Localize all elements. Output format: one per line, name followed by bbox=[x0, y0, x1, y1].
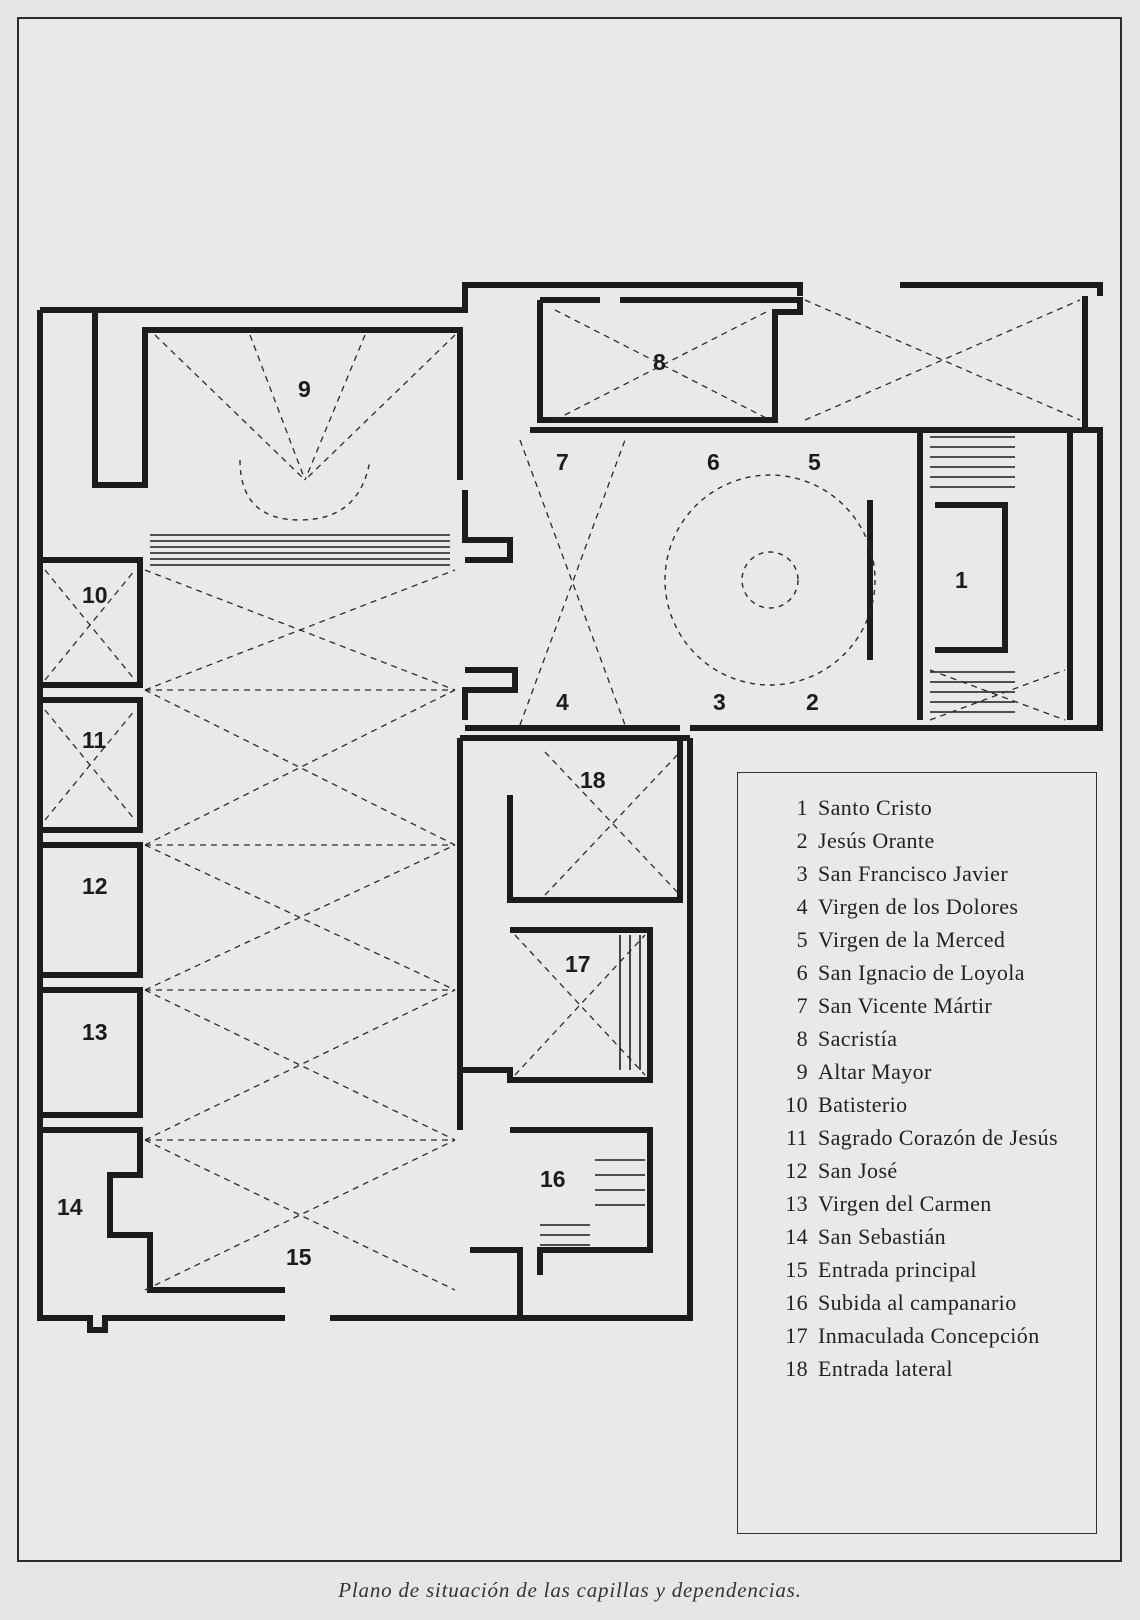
legend-item: 10 Batisterio bbox=[738, 1088, 1096, 1121]
dome bbox=[239, 459, 876, 686]
room-number-2: 2 bbox=[806, 689, 819, 715]
legend-number: 11 bbox=[786, 1125, 808, 1150]
room-number-18: 18 bbox=[580, 767, 606, 793]
legend-label: Inmaculada Concepción bbox=[818, 1323, 1040, 1348]
room-number-12: 12 bbox=[82, 873, 108, 899]
legend-number: 8 bbox=[796, 1026, 808, 1051]
legend-number: 9 bbox=[796, 1059, 808, 1084]
legend-number: 3 bbox=[796, 861, 808, 886]
legend-number: 6 bbox=[796, 960, 808, 985]
legend-number: 16 bbox=[785, 1290, 808, 1315]
legend-item: 12 San José bbox=[738, 1154, 1096, 1187]
legend-item: 6 San Ignacio de Loyola bbox=[738, 956, 1096, 989]
legend-number: 15 bbox=[785, 1257, 808, 1282]
legend-item: 16 Subida al campanario bbox=[738, 1286, 1096, 1319]
room-number-7: 7 bbox=[556, 449, 569, 475]
legend-item: 8 Sacristía bbox=[738, 1022, 1096, 1055]
legend-box: 1 Santo Cristo 2 Jesús Orante 3 San Francisco… bbox=[737, 772, 1097, 1534]
legend-number: 14 bbox=[785, 1224, 808, 1249]
caption: Plano de situación de las capillas y dep… bbox=[338, 1578, 802, 1602]
legend-label: San Sebastián bbox=[818, 1224, 947, 1249]
legend-label: Virgen de la Merced bbox=[818, 927, 1006, 952]
room-number-14: 14 bbox=[57, 1194, 83, 1220]
legend-label: San José bbox=[818, 1158, 898, 1183]
room-number-5: 5 bbox=[808, 449, 821, 475]
room-number-11: 11 bbox=[82, 727, 107, 753]
legend-label: San Vicente Mártir bbox=[818, 993, 993, 1018]
room-number-4: 4 bbox=[556, 689, 569, 715]
legend-label: Entrada lateral bbox=[818, 1356, 953, 1381]
legend-item: 3 San Francisco Javier bbox=[738, 857, 1096, 890]
legend-number: 2 bbox=[796, 828, 808, 853]
legend-item: 15 Entrada principal bbox=[738, 1253, 1096, 1286]
walls bbox=[37, 282, 1103, 1333]
legend-item: 1 Santo Cristo bbox=[738, 791, 1096, 824]
legend-number: 13 bbox=[785, 1191, 808, 1216]
legend-label: Virgen de los Dolores bbox=[818, 894, 1019, 919]
legend-item: 13 Virgen del Carmen bbox=[738, 1187, 1096, 1220]
legend-number: 5 bbox=[796, 927, 808, 952]
legend-number: 17 bbox=[785, 1323, 808, 1348]
room-number-17: 17 bbox=[565, 951, 591, 977]
room-number-10: 10 bbox=[82, 582, 108, 608]
legend-label: Sagrado Corazón de Jesús bbox=[818, 1125, 1058, 1150]
legend-item: 17 Inmaculada Concepción bbox=[738, 1319, 1096, 1352]
legend-number: 10 bbox=[785, 1092, 808, 1117]
legend-label: Jesús Orante bbox=[818, 828, 935, 853]
legend-item: 18 Entrada lateral bbox=[738, 1352, 1096, 1385]
legend-item: 7 San Vicente Mártir bbox=[738, 989, 1096, 1022]
legend-label: Altar Mayor bbox=[818, 1059, 932, 1084]
legend-label: Sacristía bbox=[818, 1026, 898, 1051]
legend-number: 4 bbox=[796, 894, 808, 919]
room-number-3: 3 bbox=[713, 689, 726, 715]
legend-item: 9 Altar Mayor bbox=[738, 1055, 1096, 1088]
legend-list: 1 Santo Cristo 2 Jesús Orante 3 San Francisco… bbox=[738, 791, 1096, 1385]
legend-number: 7 bbox=[796, 993, 808, 1018]
legend-label: Entrada principal bbox=[818, 1257, 977, 1282]
room-number-1: 1 bbox=[955, 567, 968, 593]
room-number-9: 9 bbox=[298, 376, 311, 402]
legend-item: 2 Jesús Orante bbox=[738, 824, 1096, 857]
room-number-16: 16 bbox=[540, 1166, 566, 1192]
room-number-6: 6 bbox=[707, 449, 720, 475]
room-numbers: 1 2 3 4 5 6 7 8 9 10 11 12 13 14 15 16 1… bbox=[57, 349, 968, 1270]
legend-label: San Francisco Javier bbox=[818, 861, 1009, 886]
vault-lines bbox=[44, 299, 1081, 1291]
legend-number: 1 bbox=[796, 795, 808, 820]
stairs bbox=[150, 436, 1015, 1246]
room-number-8: 8 bbox=[653, 349, 666, 375]
legend-label: Santo Cristo bbox=[818, 795, 933, 820]
legend-item: 5 Virgen de la Merced bbox=[738, 923, 1096, 956]
legend-item: 14 San Sebastián bbox=[738, 1220, 1096, 1253]
plan-frame bbox=[17, 17, 1122, 1562]
legend-label: San Ignacio de Loyola bbox=[818, 960, 1025, 985]
legend-number: 18 bbox=[785, 1356, 808, 1381]
legend-label: Batisterio bbox=[818, 1092, 908, 1117]
room-number-15: 15 bbox=[286, 1244, 312, 1270]
legend-item: 4 Virgen de los Dolores bbox=[738, 890, 1096, 923]
legend-label: Virgen del Carmen bbox=[818, 1191, 992, 1216]
legend-item: 11 Sagrado Corazón de Jesús bbox=[738, 1121, 1096, 1154]
legend-label: Subida al campanario bbox=[818, 1290, 1017, 1315]
legend-number: 12 bbox=[785, 1158, 808, 1183]
room-number-13: 13 bbox=[82, 1019, 108, 1045]
